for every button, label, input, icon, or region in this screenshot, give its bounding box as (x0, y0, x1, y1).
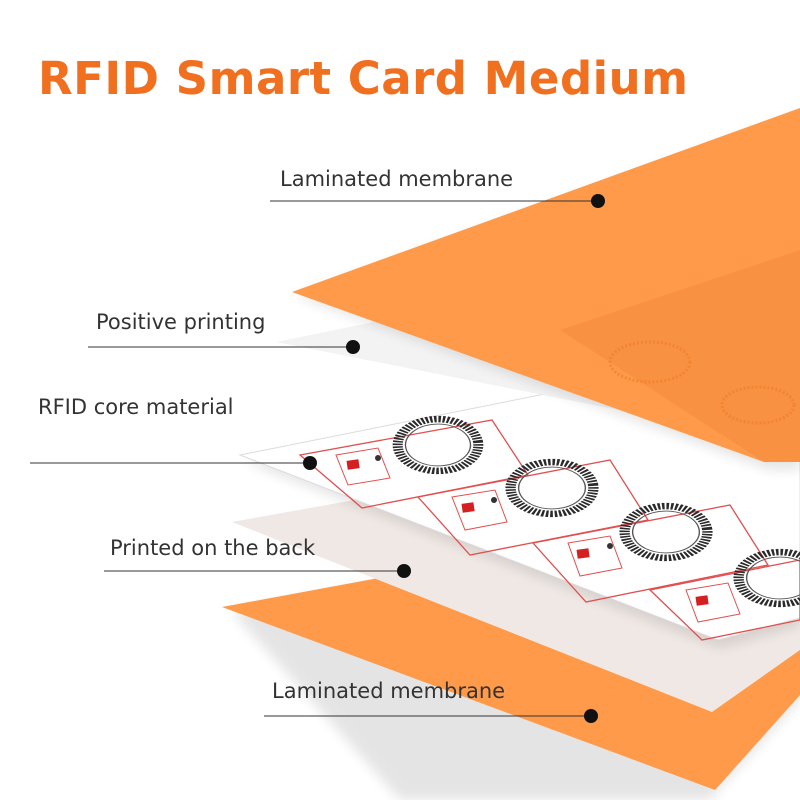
rfid-inlay (648, 549, 800, 641)
label-rfid-core-material: RFID core material (38, 395, 234, 419)
label-laminated-membrane-bottom: Laminated membrane (272, 679, 506, 703)
leader-laminated-membrane-bottom (264, 709, 598, 723)
leader-laminated-membrane-top (270, 194, 605, 208)
leader-printed-on-back (104, 564, 411, 578)
rfid-chip (461, 502, 475, 513)
rfid-inlay (531, 503, 770, 603)
label-laminated-membrane-top: Laminated membrane (280, 167, 514, 191)
rfid-inlay (298, 416, 530, 509)
faint-printed-circle (608, 340, 692, 384)
leader-rfid-core-material (30, 456, 317, 470)
rfid-chip (576, 548, 590, 559)
top-membrane-sheen (560, 250, 800, 462)
rfid-chip (346, 459, 360, 470)
label-printed-on-back: Printed on the back (110, 536, 316, 560)
faint-printed-circle (720, 385, 796, 425)
page-title: RFID Smart Card Medium (38, 52, 689, 105)
rfid-chip (695, 595, 709, 606)
leader-positive-printing (88, 340, 360, 354)
label-positive-printing: Positive printing (96, 310, 266, 334)
rfid-inlay (416, 459, 650, 556)
